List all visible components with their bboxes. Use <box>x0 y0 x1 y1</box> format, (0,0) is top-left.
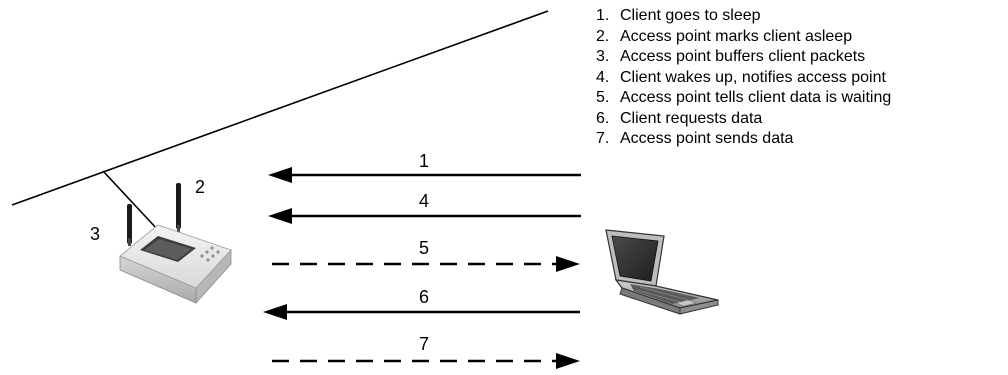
arrow-step-6 <box>263 304 580 320</box>
wireless-access-point-icon <box>119 183 232 305</box>
access-point-cable <box>102 170 159 231</box>
label-access-point-3: 3 <box>90 224 100 244</box>
step-item-6: 6. Client requests data <box>596 109 891 130</box>
step-item-1: 1. Client goes to sleep <box>596 6 891 27</box>
arrow-step-1 <box>268 167 581 183</box>
step-text: Client requests data <box>620 109 763 127</box>
step-item-3: 3. Access point buffers client packets <box>596 47 891 68</box>
step-text: Access point sends data <box>620 130 794 147</box>
arrow-label-4: 4 <box>419 191 429 211</box>
step-text: Client goes to sleep <box>620 7 761 24</box>
step-text: Client wakes up, notifies access point <box>620 68 886 86</box>
step-number: 4. <box>596 68 610 86</box>
arrow-step-4 <box>268 208 581 224</box>
step-text: Access point buffers client packets <box>620 48 866 65</box>
arrow-step-7 <box>272 353 580 369</box>
step-number: 1. <box>596 7 610 24</box>
step-item-2: 2. Access point marks client asleep <box>596 27 891 48</box>
label-access-point-2: 2 <box>195 177 205 197</box>
step-item-4: 4. Client wakes up, notifies access point <box>596 68 891 89</box>
arrow-label-1: 1 <box>419 151 429 171</box>
step-number: 2. <box>596 27 610 45</box>
step-number: 7. <box>596 130 610 147</box>
arrow-label-5: 5 <box>419 238 429 258</box>
step-item-5: 5. Access point tells client data is wait… <box>596 88 891 109</box>
step-number: 6. <box>596 109 610 127</box>
step-text: Access point marks client asleep <box>620 27 853 45</box>
step-number: 5. <box>596 89 610 106</box>
arrow-label-6: 6 <box>419 287 429 307</box>
arrow-label-7: 7 <box>419 334 429 354</box>
arrow-step-5 <box>272 256 580 272</box>
steps-list: 1. Client goes to sleep 2. Access point ma… <box>596 6 891 150</box>
step-item-7: 7. Access point sends data <box>596 129 891 150</box>
step-text: Access point tells client data is waitin… <box>620 89 892 106</box>
laptop-icon <box>605 229 719 315</box>
network-line <box>11 10 549 206</box>
step-number: 3. <box>596 48 610 65</box>
